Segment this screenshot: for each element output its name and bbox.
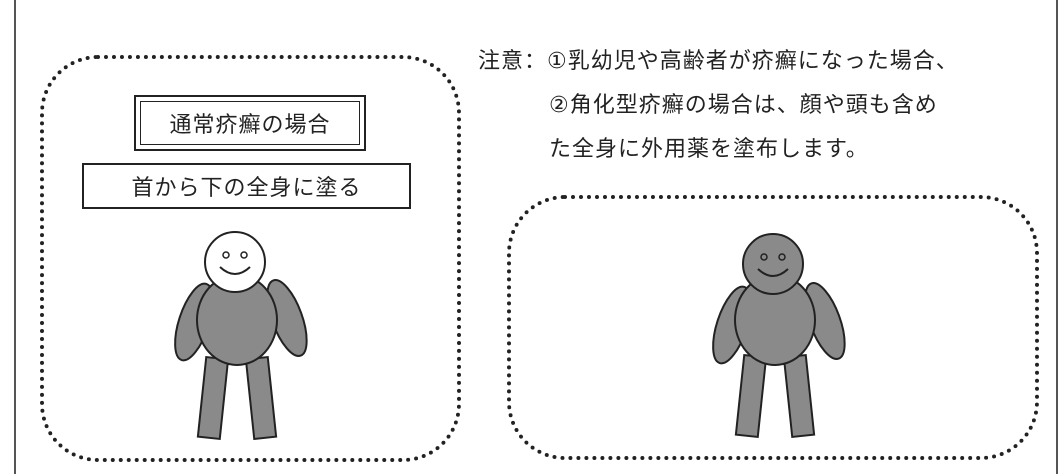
right-figure	[712, 233, 846, 439]
right-figure-left-leg	[734, 353, 768, 439]
note-line-2: ②角化型疥癬の場合は、顔や頭も含め	[549, 93, 938, 118]
right-figure-right-eye	[778, 253, 786, 261]
left-figure	[174, 231, 308, 441]
page-border-left	[14, 0, 16, 474]
note-block: 注意：①乳幼児や高齢者が疥癬になった場合、 ②角化型疥癬の場合は、顔や頭も含め …	[478, 40, 1038, 172]
left-figure-right-eye	[240, 251, 248, 259]
left-instruction-text: 首から下の全身に塗る	[82, 163, 411, 209]
left-figure-right-leg	[244, 355, 278, 441]
left-figure-left-eye	[222, 251, 230, 259]
note-line-3: た全身に外用薬を塗布します。	[549, 137, 869, 162]
left-figure-left-leg	[196, 355, 230, 441]
right-dotted-panel	[507, 195, 1039, 460]
right-figure-right-leg	[782, 353, 816, 439]
page-border-right	[1056, 0, 1058, 474]
right-figure-head	[742, 233, 804, 295]
right-figure-left-eye	[760, 253, 768, 261]
right-figure-mouth	[757, 268, 789, 277]
note-line-1: 注意：①乳幼児や高齢者が疥癬になった場合、	[478, 40, 1038, 84]
left-title-text: 通常疥癬の場合	[140, 101, 360, 145]
left-figure-mouth	[219, 266, 251, 275]
note-label: 注意：	[478, 49, 548, 74]
note-text-1: ①乳幼児や高齢者が疥癬になった場合、	[547, 49, 959, 74]
left-dotted-panel	[40, 55, 461, 462]
left-title-box: 通常疥癬の場合	[134, 95, 366, 151]
left-figure-head	[204, 231, 266, 293]
